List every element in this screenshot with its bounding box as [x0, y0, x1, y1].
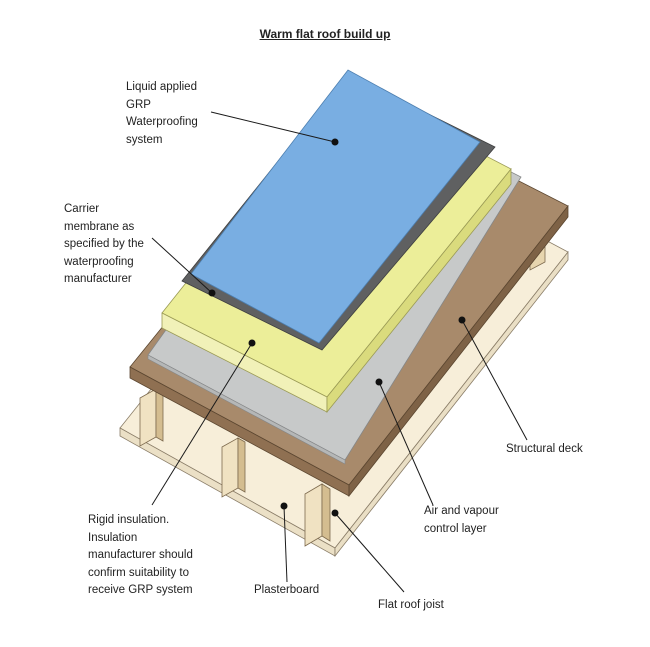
joist-front — [304, 483, 331, 547]
leader-line-avcl — [378, 381, 434, 506]
leader-line-deck — [461, 319, 528, 441]
label-grp-waterproofing: Liquid applied GRP Waterproofing system — [126, 81, 198, 146]
grp-waterproofing-layer — [190, 69, 481, 344]
marker-dot-plasterboard — [280, 502, 288, 510]
leader-line-carrier — [151, 237, 213, 294]
joist-middle — [221, 437, 246, 498]
marker-dot-deck — [458, 316, 466, 324]
marker-dot-joist — [331, 509, 339, 517]
label-avcl: Air and vapour control layer — [424, 505, 499, 535]
diagram-title: Warm flat roof build up — [259, 27, 391, 41]
leader-line-joist — [334, 512, 405, 593]
label-flat-roof-joist: Flat roof joist — [378, 599, 444, 611]
marker-dot-grp — [331, 138, 339, 146]
label-plasterboard: Plasterboard — [254, 584, 320, 596]
joist-back — [139, 388, 164, 447]
label-structural-deck: Structural deck — [506, 443, 583, 455]
marker-dot-avcl — [375, 378, 383, 386]
leader-line-grp — [210, 111, 336, 143]
leader-line-insulation — [151, 342, 253, 506]
leader-line-plasterboard — [283, 505, 288, 583]
marker-dot-insulation — [248, 339, 256, 347]
marker-dot-carrier — [208, 289, 216, 297]
label-rigid-insulation: Rigid insulation. Insulation manufacture… — [88, 514, 193, 596]
label-carrier-membrane: Carrier membrane as specified by the wat… — [64, 203, 144, 285]
